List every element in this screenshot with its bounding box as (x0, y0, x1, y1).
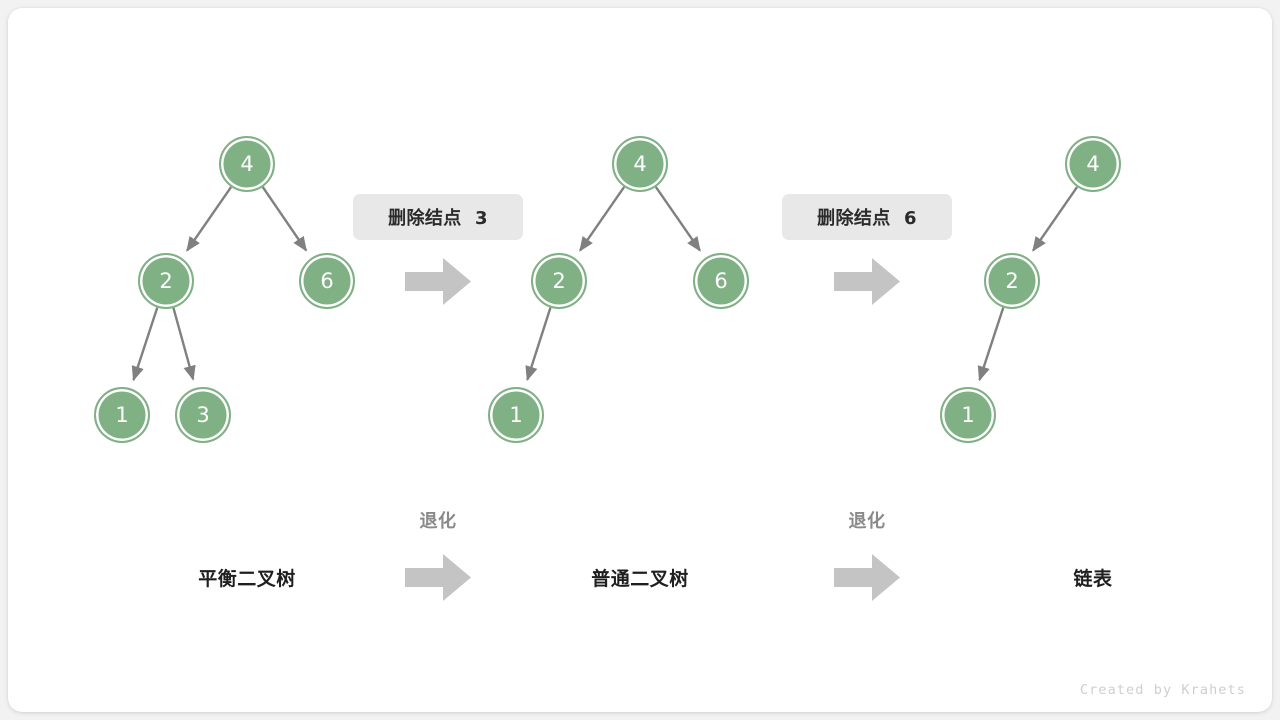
block-arrow-shape (834, 258, 900, 305)
tree-node: 1 (488, 387, 544, 443)
stage-caption: 链表 (1073, 568, 1113, 590)
transition-block-arrow (405, 554, 471, 601)
operation-badge: 删除结点 3 (353, 194, 523, 240)
tree-node: 4 (612, 136, 668, 192)
tree-node: 2 (531, 253, 587, 309)
tree-node: 1 (94, 387, 150, 443)
block-arrow-shape (405, 554, 471, 601)
tree-node: 4 (219, 136, 275, 192)
tree-node: 2 (984, 253, 1040, 309)
block-arrow-shape (834, 554, 900, 601)
transition-label: 退化 (848, 511, 886, 532)
tree-node: 6 (299, 253, 355, 309)
stage-caption: 普通二叉树 (591, 568, 689, 590)
tree-node: 1 (940, 387, 996, 443)
block-arrow-shape (405, 258, 471, 305)
tree-node: 6 (693, 253, 749, 309)
watermark: Created by Krahets (1079, 682, 1246, 698)
tree-node: 2 (138, 253, 194, 309)
transition-label: 退化 (419, 511, 457, 532)
transition-block-arrow (834, 258, 900, 305)
operation-badge: 删除结点 6 (782, 194, 952, 240)
figure-card (8, 8, 1272, 712)
tree-node: 3 (175, 387, 231, 443)
stage-caption: 平衡二叉树 (198, 568, 296, 590)
transition-block-arrow (405, 258, 471, 305)
tree-node: 4 (1065, 136, 1121, 192)
transition-block-arrow (834, 554, 900, 601)
